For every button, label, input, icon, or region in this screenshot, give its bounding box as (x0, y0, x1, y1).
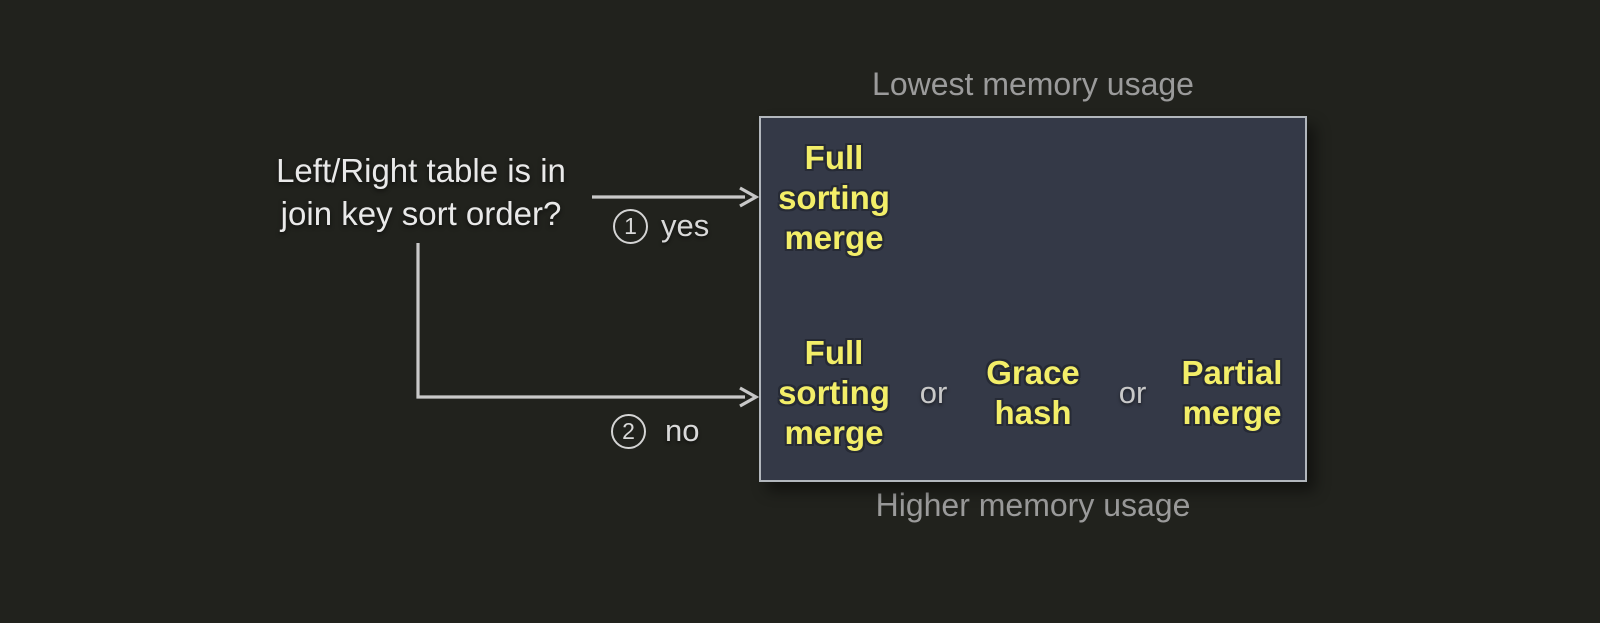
algorithm-grace-hash: Grace hash (960, 353, 1106, 433)
no-label: no (665, 413, 700, 448)
algorithm-line: Full (804, 139, 864, 176)
question-line-2: join key sort order? (280, 195, 562, 232)
algorithms-box: Full sorting merge Full sorting merge or… (759, 116, 1307, 482)
algorithm-line: merge (1182, 394, 1282, 431)
algorithm-line: hash (994, 394, 1072, 431)
yes-arrow (592, 186, 760, 208)
branch-yes-label: 1 yes (613, 208, 709, 244)
algorithm-line: Grace (986, 354, 1080, 391)
algorithm-line: Partial (1181, 354, 1283, 391)
lowest-memory-caption: Lowest memory usage (872, 66, 1194, 102)
circled-2-badge: 2 (611, 413, 646, 449)
algorithm-line: merge (784, 219, 884, 256)
no-arrow (416, 243, 760, 408)
yes-label: yes (661, 208, 710, 243)
algorithm-line: sorting (778, 374, 890, 411)
algorithm-line: sorting (778, 179, 890, 216)
algorithm-line: merge (784, 414, 884, 451)
unsorted-case-row: Full sorting merge or Grace hash or Part… (761, 333, 1305, 453)
algorithm-line: Full (804, 334, 864, 371)
or-separator: or (1118, 375, 1147, 410)
algorithm-partial-merge: Partial merge (1159, 353, 1305, 433)
algorithm-full-sorting-merge-unsorted: Full sorting merge (761, 333, 907, 453)
higher-memory-caption: Higher memory usage (875, 487, 1191, 523)
question-line-1: Left/Right table is in (276, 152, 566, 189)
algorithm-full-sorting-merge-sorted: Full sorting merge (761, 138, 907, 258)
circled-1-badge: 1 (613, 208, 648, 244)
or-separator: or (919, 375, 948, 410)
branch-no-label: 2 no (611, 413, 699, 449)
question-text: Left/Right table is in join key sort ord… (240, 149, 602, 235)
